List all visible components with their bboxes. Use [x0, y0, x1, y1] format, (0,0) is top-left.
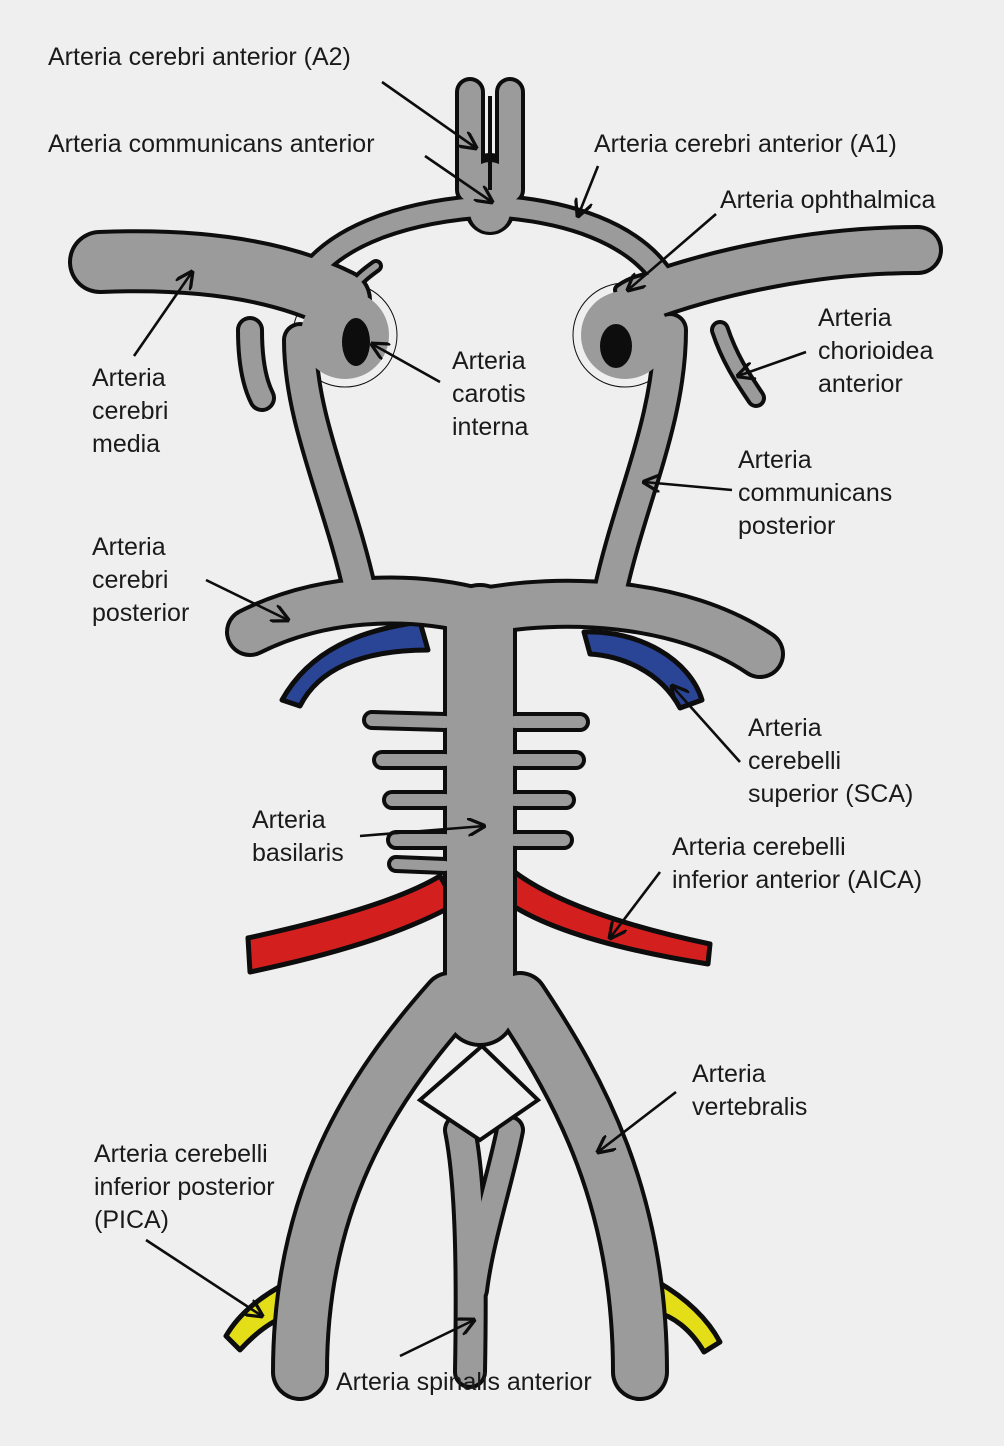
arterial-tree: [68, 77, 943, 1401]
label-a2: Arteria cerebri anterior (A2): [48, 43, 351, 71]
label-pcom: Arteria communicans posterior: [738, 446, 893, 540]
carotis-lumen-right: [600, 324, 632, 368]
leader-lines: [132, 80, 807, 1358]
label-pica: Arteria cerebelli inferior posterior (PI…: [94, 1140, 275, 1234]
aica-left: [245, 873, 459, 975]
label-a1: Arteria cerebri anterior (A1): [594, 130, 897, 158]
sca-left: [279, 619, 431, 709]
label-basilaris: Arteria basilaris: [252, 806, 344, 867]
label-chorioidea: Arteria chorioidea anterior: [818, 304, 934, 398]
label-sca: Arteria cerebelli superior (SCA): [748, 714, 914, 808]
label-ophthalmica: Arteria ophthalmica: [720, 186, 936, 214]
label-carotis: Arteria carotis interna: [452, 347, 529, 441]
label-mca: Arteria cerebri media: [92, 364, 169, 458]
label-vertebralis: Arteria vertebralis: [692, 1060, 808, 1121]
label-spinalis: Arteria spinalis anterior: [336, 1368, 592, 1396]
aica-right: [507, 867, 713, 967]
label-aica: Arteria cerebelli inferior anterior (AIC…: [672, 833, 923, 894]
label-acom: Arteria communicans anterior: [48, 130, 375, 158]
pica-right: [653, 1279, 723, 1355]
label-pca: Arteria cerebri posterior: [92, 533, 190, 627]
carotis-lumen-left: [342, 318, 370, 366]
